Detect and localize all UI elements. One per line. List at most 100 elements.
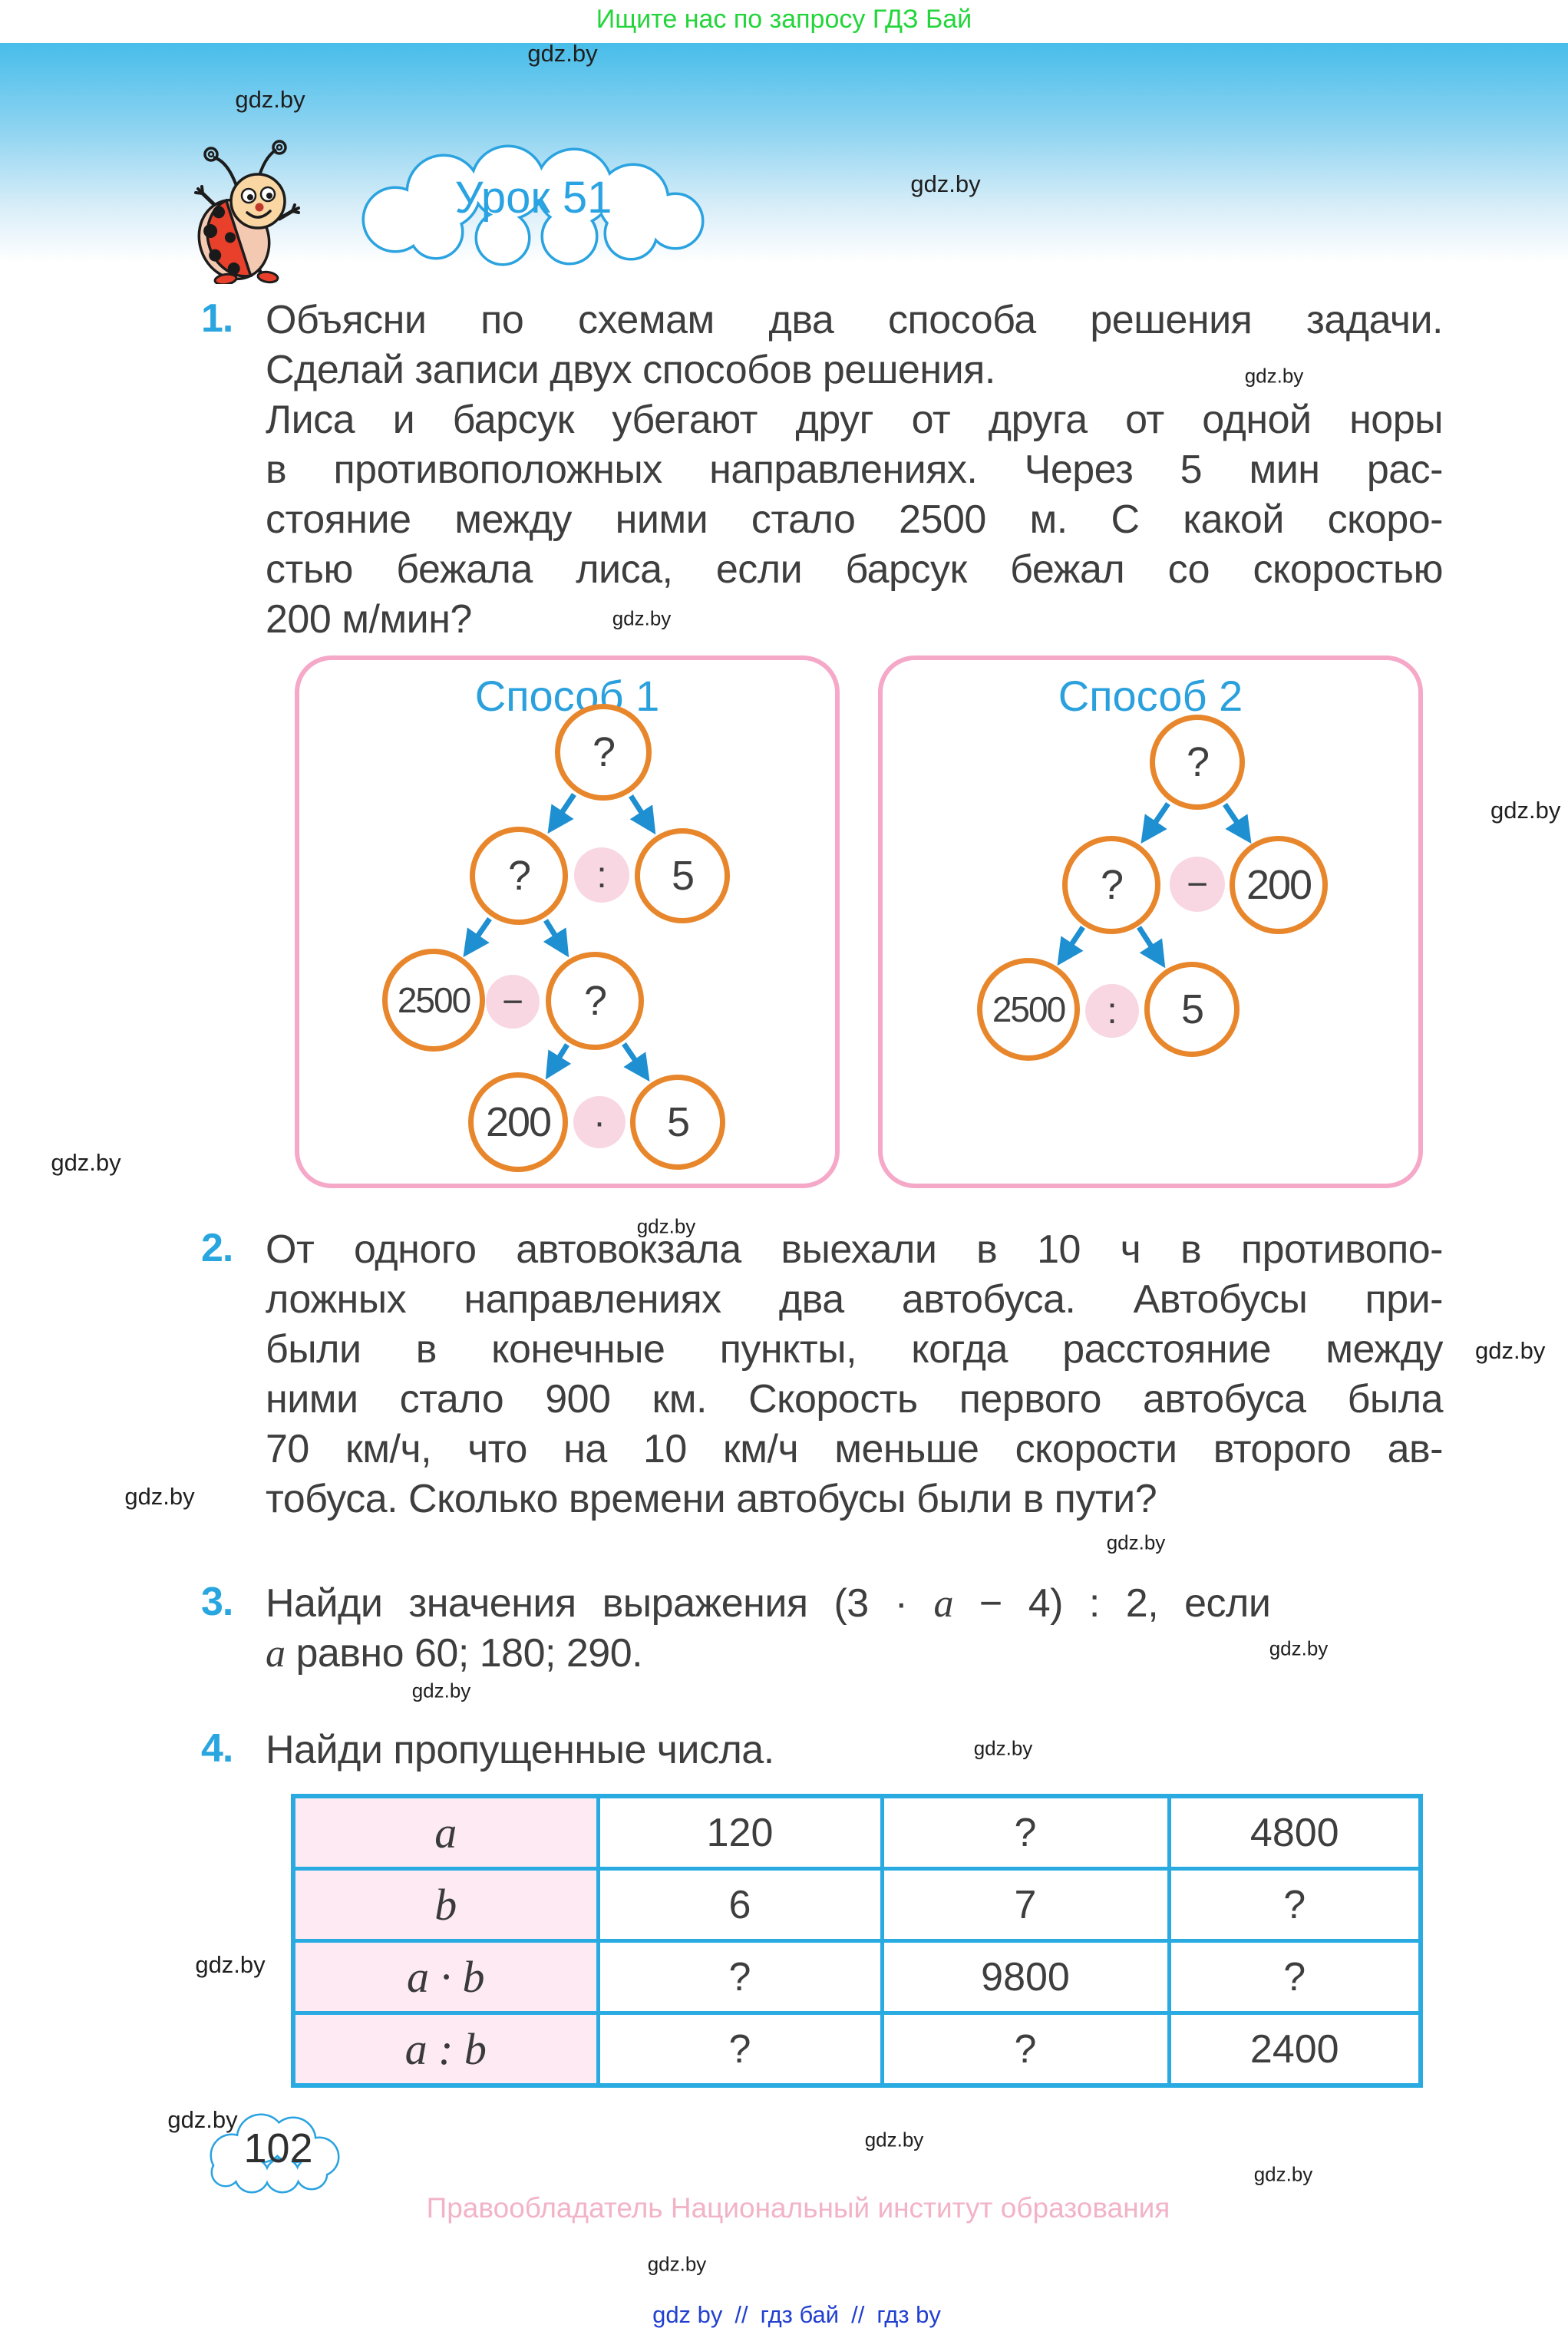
text-line: Объясни по схемам два способа решения за… <box>266 298 1444 342</box>
scheme-1-title: Способ 1 <box>474 672 660 720</box>
text-line: стояние между ними стало 2500 м. С какой… <box>266 497 1444 542</box>
problem-4-number: 4. <box>201 1726 233 1771</box>
footer-link-gdz-bai[interactable]: гдз бай <box>760 2301 840 2328</box>
table-cell: ? <box>1167 1939 1423 2015</box>
table-cell: 9800 <box>880 1939 1171 2015</box>
row-label: b <box>291 1867 600 1943</box>
scheme-node: 2500 <box>977 958 1080 1061</box>
cloud-shape <box>210 2113 340 2194</box>
text-line: были в конечные пункты, когда расстояние… <box>266 1327 1444 1372</box>
scheme-node: 5 <box>1144 962 1240 1057</box>
gdz-watermark: gdz.by <box>1244 364 1304 388</box>
gdz-watermark: gdz.by <box>910 170 981 197</box>
gdz-watermark: gdz.by <box>864 2128 924 2151</box>
expression-post: − 4) : 2, если <box>952 1581 1271 1626</box>
scheme-node: 200 <box>468 1072 568 1172</box>
text-line: ложных направлениях два автобуса. Автобу… <box>266 1277 1444 1322</box>
table-cell: ? <box>1167 1867 1423 1943</box>
copyright-line: Правообладатель Национальный институт об… <box>426 2192 1170 2224</box>
page-number-cloud: 102 <box>200 2108 357 2198</box>
scheme-2-title: Способ 2 <box>1058 672 1243 720</box>
text-line: стью бежала лиса, если барсук бежал со с… <box>266 547 1444 592</box>
gdz-watermark: gdz.by <box>1475 1337 1546 1364</box>
gdz-watermark: gdz.by <box>647 2252 707 2276</box>
row-label: a · b <box>291 1939 600 2015</box>
scheme-operator: : <box>1085 984 1139 1038</box>
gdz-watermark: gdz.by <box>235 86 305 113</box>
text-line: Найди пропущенные числа. <box>266 1728 774 1772</box>
footer-link-gdz-by-2[interactable]: гдз by <box>876 2301 941 2328</box>
scheme-node: ? <box>1150 715 1245 810</box>
ladybug-illustration <box>194 140 300 284</box>
scheme-node: 5 <box>635 828 730 923</box>
values-list: равно 60; 180; 290. <box>285 1631 643 1676</box>
gdz-watermark: gdz.by <box>51 1149 121 1176</box>
table-cell: 7 <box>880 1867 1171 1943</box>
text-line: тобуса. Сколько времени автобусы были в … <box>266 1477 1157 1521</box>
gdz-watermark: gdz.by <box>411 1679 471 1702</box>
promo-banner: Ищите нас по запросу ГДЗ Бай <box>596 5 972 34</box>
scheme-node: 2500 <box>382 949 485 1052</box>
table-row: a : b ? ? 2400 <box>291 2011 1423 2088</box>
problem-2-number: 2. <box>201 1226 233 1270</box>
gdz-watermark: gdz.by <box>1253 2162 1313 2186</box>
link-separator: // <box>734 2301 748 2328</box>
expression-pre: Найди значения выражения (3 · <box>266 1581 934 1626</box>
lesson-cloud: Урок 51 <box>345 144 721 267</box>
scheme-operator: − <box>486 975 540 1029</box>
scheme-node: ? <box>555 704 652 801</box>
problem-4-text: Найди пропущенные числа. <box>266 1725 1443 1775</box>
table-cell: 120 <box>596 1794 884 1871</box>
lesson-title: Урок 51 <box>454 172 612 223</box>
scheme-operator: : <box>574 847 629 903</box>
gdz-watermark: gdz.by <box>973 1736 1033 1760</box>
text-line: Найди значения выражения (3 · a − 4) : 2… <box>266 1579 1443 1629</box>
gdz-watermark: gdz.by <box>124 1483 195 1510</box>
page-number: 102 <box>243 2125 313 2171</box>
table-cell: ? <box>880 2011 1171 2088</box>
problem-3-text: Найди значения выражения (3 · a − 4) : 2… <box>266 1579 1443 1679</box>
scheme-node: 5 <box>630 1075 725 1170</box>
gdz-watermark: gdz.by <box>195 1951 266 1978</box>
row-label: a : b <box>291 2011 600 2088</box>
scheme-2-box: Способ 2 ? ? − 200 2500 : 5 <box>878 655 1423 1188</box>
scheme-2-arrows <box>1057 802 1252 969</box>
row-label: a <box>291 1794 600 1871</box>
problem-2-text: От одного автовокзала выехали в 10 ч в п… <box>266 1225 1444 1524</box>
scheme-node: 200 <box>1230 836 1328 934</box>
table-cell: 2400 <box>1167 2011 1423 2088</box>
text-line: 70 км/ч, что на 10 км/ч меньше скорости … <box>266 1427 1444 1471</box>
cloud-shape <box>361 144 705 266</box>
scheme-operator: − <box>1170 857 1225 912</box>
gdz-watermark: gdz.by <box>612 606 672 630</box>
scheme-node: ? <box>470 827 568 925</box>
gdz-watermark: gdz.by <box>1106 1531 1166 1554</box>
variable-a: a <box>933 1582 953 1626</box>
gdz-watermark: gdz.by <box>636 1214 696 1238</box>
text-line: 200 м/мин? <box>266 597 472 642</box>
gdz-watermark: gdz.by <box>167 2106 238 2133</box>
text-line: Лиса и барсук убегают друг от друга от о… <box>266 398 1444 442</box>
table-cell: 6 <box>596 1867 884 1943</box>
table-cell: ? <box>880 1794 1171 1871</box>
scheme-1-box: Способ 1 ? ? : 5 2500 − ? 200 · 5 <box>295 655 840 1188</box>
text-line: a равно 60; 180; 290. <box>266 1629 1443 1679</box>
gdz-watermark: gdz.by <box>527 40 598 67</box>
table-cell: 4800 <box>1167 1794 1423 1871</box>
table-row: b 6 7 ? <box>291 1867 1423 1943</box>
text-line: От одного автовокзала выехали в 10 ч в п… <box>266 1227 1444 1272</box>
table-row: a · b ? 9800 ? <box>291 1939 1423 2015</box>
scheme-operator: · <box>573 1096 626 1148</box>
text-line: в противоположных направлениях. Через 5 … <box>266 447 1444 492</box>
text-line: Сделай записи двух способов решения. <box>266 348 995 392</box>
gdz-watermark: gdz.by <box>1490 797 1561 824</box>
footer-links: gdz by // гдз бай // гдз by <box>0 2301 1568 2329</box>
problem-3-number: 3. <box>201 1580 233 1624</box>
problem-1-text: Объясни по схемам два способа решения за… <box>266 296 1444 645</box>
table-cell: ? <box>596 2011 884 2088</box>
link-separator: // <box>851 2301 865 2328</box>
scheme-node: ? <box>1062 836 1160 934</box>
scheme-node: ? <box>546 952 644 1050</box>
footer-link-gdz-by[interactable]: gdz by <box>652 2301 723 2328</box>
variable-a: a <box>266 1632 286 1676</box>
